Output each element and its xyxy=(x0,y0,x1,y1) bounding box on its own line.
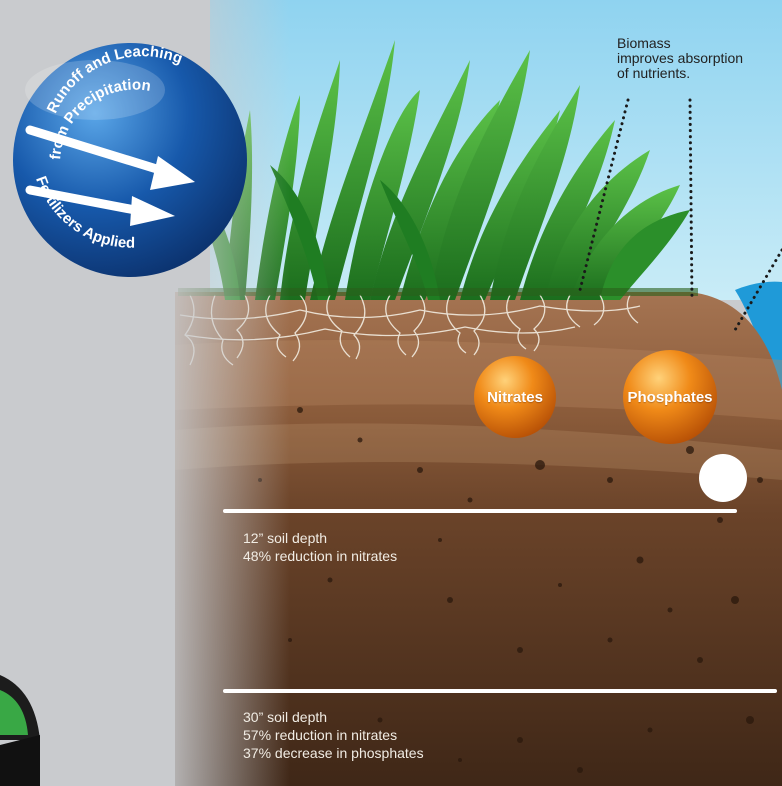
callout-line1: Biomass xyxy=(617,35,671,51)
depth-30-annotation: 30” soil depth 57% reduction in nitrates… xyxy=(243,708,424,762)
depth-30-effect-nitrates: 57% reduction in nitrates xyxy=(243,727,398,743)
callout-line3: of nutrients. xyxy=(617,65,691,81)
depth-12-annotation: 12” soil depth 48% reduction in nitrates xyxy=(243,529,397,565)
runoff-badge: Runoff and Leaching from Precipitation F… xyxy=(13,43,247,277)
white-ball xyxy=(699,454,747,502)
callout-line-1 xyxy=(578,98,630,292)
biomass-callout: Biomass improves absorption of nutrients… xyxy=(617,36,782,81)
nitrates-ball xyxy=(474,356,556,438)
depth-30-label: 30” soil depth xyxy=(243,709,328,725)
depth-12-label: 12” soil depth xyxy=(243,530,328,546)
corner-emblem xyxy=(0,675,40,786)
phosphates-ball xyxy=(623,350,717,444)
callout-line2: improves absorption xyxy=(617,50,744,66)
nitrates-label: Nitrates xyxy=(487,389,543,406)
depth-12-effect: 48% reduction in nitrates xyxy=(243,548,398,564)
depth-30-effect-phosphates: 37% decrease in phosphates xyxy=(243,745,424,761)
phosphates-label: Phosphates xyxy=(627,389,713,406)
